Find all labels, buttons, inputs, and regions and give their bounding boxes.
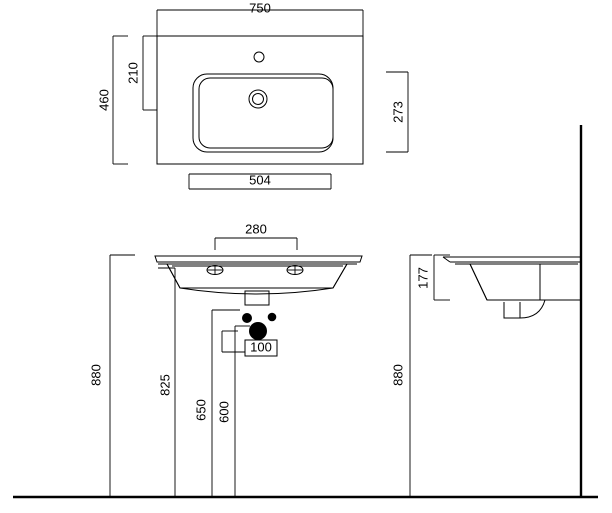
front-basin-belly: [179, 287, 334, 295]
dimension-273-label: 273: [390, 101, 405, 123]
side-view-group: 177 880: [390, 125, 583, 497]
dimension-650: 650: [193, 309, 240, 497]
top-view-group: 750 460 210 273 504: [96, 0, 409, 190]
side-slab-edge: [442, 256, 451, 263]
front-waste-spigot: [244, 290, 270, 306]
side-waste-trap: [503, 302, 521, 319]
dimension-600: 600: [216, 325, 250, 497]
dimension-825-label: 825: [157, 374, 172, 396]
dimension-750: 750: [156, 0, 364, 36]
dimension-210-label: 210: [125, 62, 140, 84]
drain-ring-inner-icon: [252, 93, 264, 105]
dimension-100-label: 100: [250, 339, 272, 354]
dimension-750-label: 750: [249, 0, 271, 15]
dimension-280: 280: [214, 221, 298, 250]
dimension-460: 460: [96, 35, 128, 165]
dimension-880-front-label: 880: [88, 364, 103, 386]
dimension-880-side: 880: [390, 254, 432, 497]
front-basin-underside: [158, 263, 357, 289]
bowl-outer-outline: [192, 73, 334, 153]
dimension-825: 825: [157, 267, 176, 497]
dimension-650-label: 650: [193, 399, 208, 421]
dimension-880-side-label: 880: [390, 364, 405, 386]
dimension-100: 100: [221, 330, 278, 357]
front-counter-slab: [154, 255, 363, 263]
tap-hole-icon: [253, 51, 265, 63]
front-basin-right-bevel: [332, 263, 348, 289]
dimension-280-label: 280: [245, 221, 267, 236]
dimension-273: 273: [386, 71, 409, 153]
fixing-bolt-right: [286, 265, 304, 275]
side-basin-profile: [455, 263, 541, 301]
side-basin-bevel: [469, 263, 488, 301]
dimension-504-label: 504: [249, 172, 271, 187]
dimension-100-box: [244, 339, 278, 357]
dimension-460-label: 460: [96, 89, 111, 111]
supply-point-right: [267, 312, 277, 322]
dimension-600-label: 600: [216, 401, 231, 423]
dimension-880-front: 880: [88, 254, 135, 497]
dimension-177-label: 177: [415, 267, 430, 289]
front-view-group: 280 100 880 825 650: [88, 221, 363, 497]
dimension-210: 210: [125, 35, 157, 111]
bowl-inner-outline: [198, 77, 334, 149]
dimension-177: 177: [415, 254, 450, 301]
drain-ring-outer-icon: [248, 89, 268, 109]
fixing-bolt-left: [206, 265, 224, 275]
countertop-outline: [156, 35, 364, 165]
dimension-504: 504: [188, 172, 332, 190]
supply-point-left: [242, 313, 252, 323]
side-trap-curve: [519, 299, 546, 319]
waste-outlet-point: [249, 322, 267, 340]
